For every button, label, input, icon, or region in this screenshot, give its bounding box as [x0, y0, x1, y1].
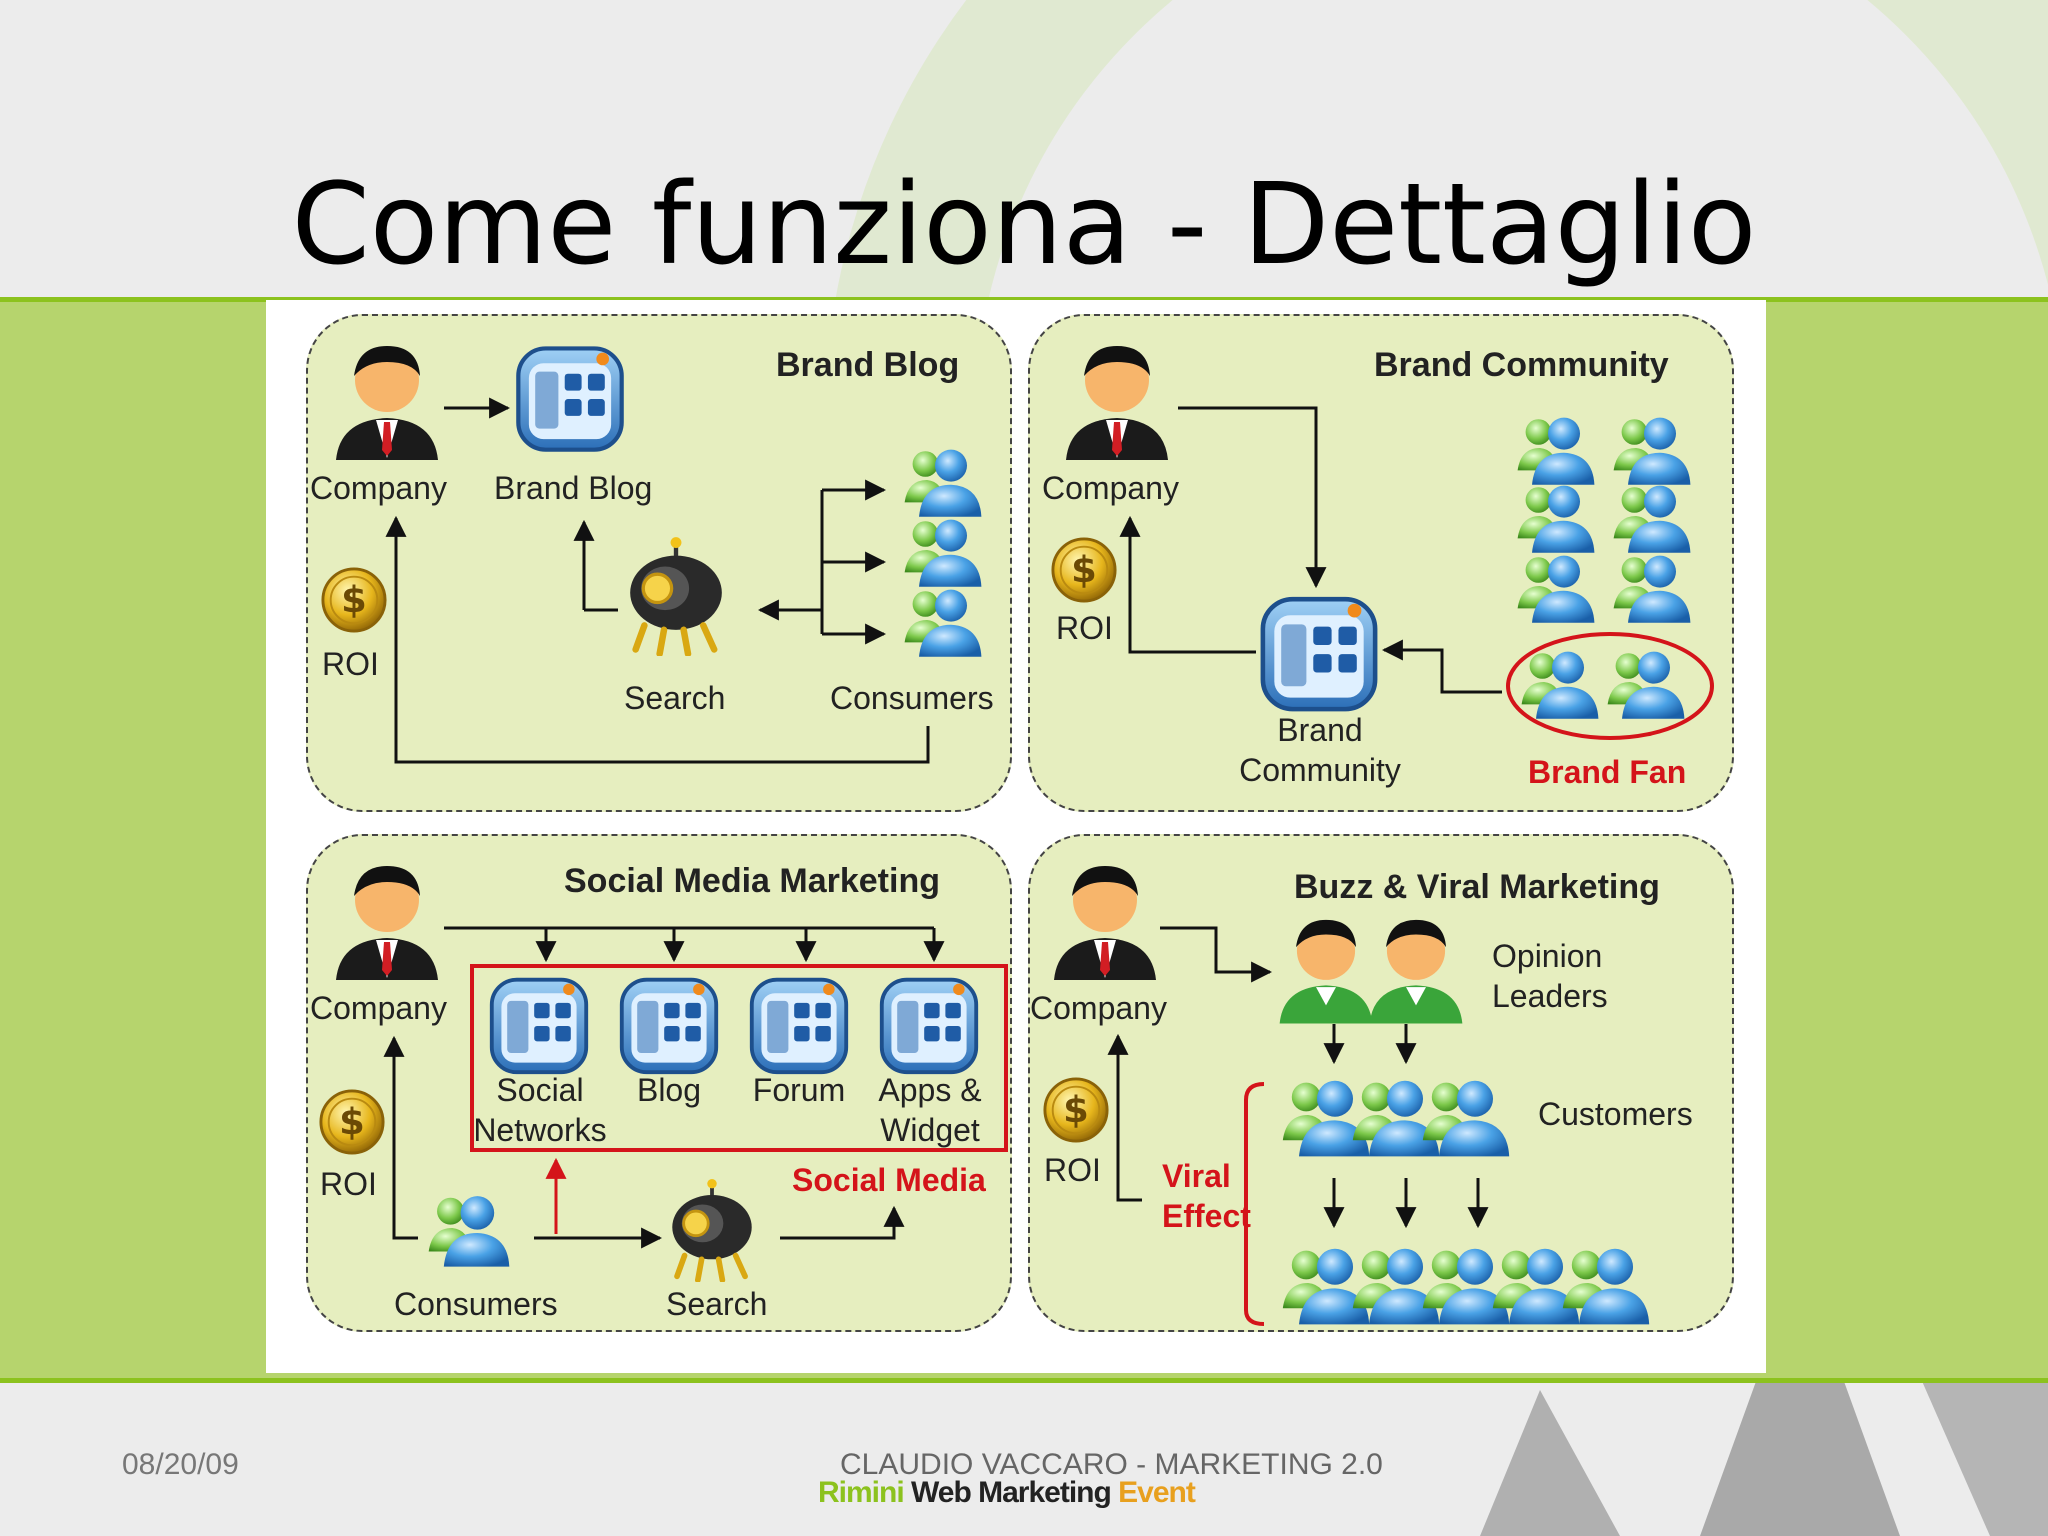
footer-logo: Rimini Web Marketing Event [818, 1476, 1196, 1510]
customers-label: Customers [1538, 1096, 1693, 1132]
roi-label: ROI [322, 646, 379, 682]
viral-effect-bracket [1244, 1082, 1265, 1326]
social-media-box-label: Social Media [792, 1162, 986, 1198]
search-label: Search [624, 680, 726, 716]
logo-part-rimini: Rimini [818, 1476, 905, 1509]
apps-widget-label-line1: Apps & [878, 1072, 982, 1108]
footer-date: 08/20/09 [122, 1448, 239, 1481]
roi-label: ROI [1056, 610, 1113, 646]
opinion-leaders-label-line1: Opinion [1492, 938, 1603, 974]
viral-effect-label-line2: Effect [1162, 1198, 1251, 1234]
panel-title-brand-blog: Brand Blog [776, 346, 960, 384]
brand-fan-highlight [1506, 632, 1714, 740]
panel-title-brand-community: Brand Community [1374, 346, 1669, 384]
social-media-box [470, 964, 1008, 1152]
forum-label: Forum [752, 1072, 846, 1108]
blog-label: Blog [636, 1072, 702, 1108]
roi-label: ROI [1044, 1152, 1101, 1188]
brand-blog-label: Brand Blog [494, 470, 653, 506]
marketing-diagram: Brand Blog Company Brand Blog ROI Search… [266, 300, 1766, 1373]
opinion-leaders-label-line2: Leaders [1492, 978, 1608, 1014]
consumers-label: Consumers [394, 1286, 558, 1322]
apps-widget-label-line2: Widget [880, 1112, 980, 1148]
brand-fan-label: Brand Fan [1528, 754, 1687, 790]
panel-title-social-media-marketing: Social Media Marketing [564, 862, 940, 900]
logo-part-event: Event [1118, 1476, 1196, 1509]
social-networks-label-line2: Networks [473, 1112, 607, 1148]
social-networks-label-line1: Social [496, 1072, 584, 1108]
viral-effect-label-line1: Viral [1162, 1158, 1231, 1194]
panel-social-media-marketing [306, 834, 1012, 1332]
company-label: Company [310, 990, 447, 1026]
footer-author: CLAUDIO VACCARO - MARKETING 2.0 [840, 1448, 1383, 1481]
connector-arrows [383, 397, 1714, 1326]
panel-brand-community [1028, 314, 1734, 812]
brand-community-label-line1: Brand [1277, 712, 1363, 748]
roi-label: ROI [320, 1166, 377, 1202]
brand-community-label-line2: Community [1239, 752, 1401, 788]
search-label: Search [666, 1286, 768, 1322]
company-label: Company [1030, 990, 1167, 1026]
panel-title-buzz-viral-marketing: Buzz & Viral Marketing [1294, 868, 1660, 906]
company-label: Company [310, 470, 447, 506]
logo-part-web-marketing: Web Marketing [911, 1476, 1112, 1509]
slide-title: Come funziona - Dettaglio [291, 160, 1757, 290]
company-label: Company [1042, 470, 1179, 506]
consumers-label: Consumers [830, 680, 994, 716]
